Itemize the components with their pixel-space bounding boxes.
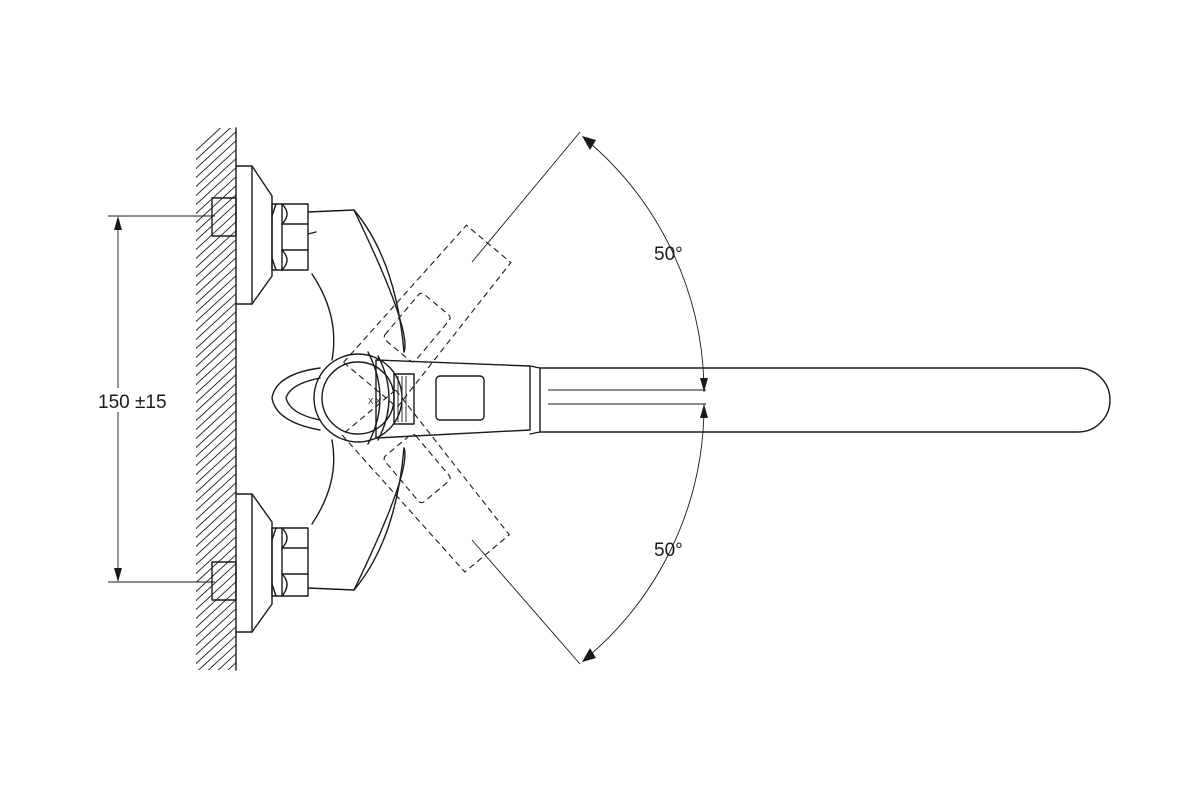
hatch-line [196,473,236,512]
hatch-line [196,437,236,476]
lever-marks: X X [368,397,382,406]
hatch-line [196,410,236,449]
hatch-line [196,554,236,593]
hatch-line [227,662,236,670]
hatch-line [196,617,236,656]
hatch-line [196,365,236,404]
hatch-line [196,572,236,611]
hatch-line [196,248,236,287]
angle-bottom-label: 50° [654,540,683,561]
bottom-connector [211,493,309,633]
hatch-line [196,590,236,629]
hatch-line [190,677,240,723]
hatch-line [217,653,236,670]
hatch-line [196,338,236,377]
lever-handle: X X [368,359,531,439]
hatch-line [196,482,236,521]
hatch-line [196,383,236,422]
hatch-line [196,149,236,188]
hatch-line [196,545,236,584]
hatch-line [190,704,240,750]
hatch-line [196,140,236,179]
lever-position-lower [341,389,511,573]
hatch-line [196,500,236,539]
dimension-150: 150 ±15 [98,215,215,583]
hatch-line [196,428,236,467]
hatch-line [190,695,240,741]
spout [529,365,1111,435]
hatch-line [196,509,236,548]
hatch-line [196,158,236,197]
hatch-line [196,626,236,665]
hatch-line [196,329,236,368]
angle-dimension: 50° 50° [471,131,708,665]
hatch-line [196,464,236,503]
mixer-body [271,209,406,591]
hatch-line [196,401,236,440]
hatch-line [196,128,222,152]
hatch-line [196,128,231,161]
hatch-line [196,527,236,566]
hatch-line [196,221,236,260]
hatch-line [196,284,236,323]
hatch-line [190,686,240,732]
angle-top-label: 50° [654,244,683,265]
hatch-line [196,563,236,602]
lever-position-upper [342,224,512,409]
hatch-line [196,311,236,350]
hatch-line [196,599,236,638]
hatch-line [196,608,236,647]
hatch-line [196,581,236,620]
hatch-line [196,266,236,305]
hatch-line [198,635,236,670]
dimension-label: 150 ±15 [98,392,167,413]
hatch-line [196,203,236,242]
hatch-line [196,356,236,395]
hatch-line [196,518,236,557]
hatch-line [196,392,236,431]
hatch-line [196,275,236,314]
hatch-line [196,176,236,215]
hatch-line [196,239,236,278]
hatch-line [196,446,236,485]
hatch-line [196,419,236,458]
hatch-line [196,167,236,206]
hatch-line [190,668,240,714]
hatch-line [196,230,236,269]
top-connector [211,165,309,305]
hatch-line [196,347,236,386]
hatch-line [196,257,236,296]
hatch-line [196,293,236,332]
hatch-line [196,302,236,341]
hatch-line [190,713,240,759]
hatch-line [196,185,236,224]
wall [190,127,240,759]
hatch-line [196,212,236,251]
hatch-line [196,455,236,494]
hatch-line [207,644,236,670]
hatch-line [196,131,236,170]
hatch-line [196,320,236,359]
hatch-line [196,491,236,530]
hatch-line [196,536,236,575]
hatch-line [196,374,236,413]
